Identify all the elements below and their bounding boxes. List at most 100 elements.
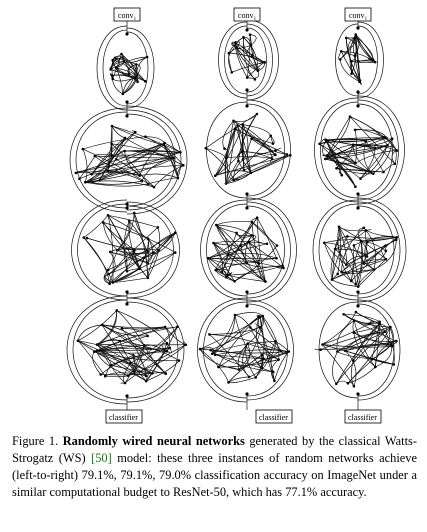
- graph-edge: [129, 220, 148, 252]
- graph-node: [165, 350, 169, 353]
- graph-node: [176, 176, 180, 180]
- graph-node: [260, 353, 264, 357]
- graph-edge: [357, 240, 363, 287]
- graph-edge: [360, 236, 397, 242]
- graph-node: [106, 169, 110, 173]
- graph-node: [382, 135, 386, 139]
- graph-loop-edge: [357, 99, 399, 201]
- graph-node: [392, 363, 396, 366]
- graph-node: [265, 242, 269, 246]
- caption-reference-link[interactable]: [50]: [91, 451, 112, 465]
- graph-node: [133, 370, 136, 373]
- graph-node: [249, 171, 253, 175]
- graph-node: [110, 153, 113, 157]
- network-3-input: conv1: [344, 7, 372, 22]
- graph-node: [227, 381, 230, 384]
- graph-node: [215, 223, 218, 227]
- graph-node: [125, 100, 129, 104]
- graph-node: [144, 379, 148, 383]
- graph-edge: [111, 143, 149, 185]
- graph-edge: [147, 177, 178, 185]
- graph-edge: [343, 313, 380, 323]
- graph-edge: [215, 257, 277, 271]
- svg-text:classifier: classifier: [109, 413, 138, 422]
- graph-node: [129, 361, 132, 365]
- graph-edge: [94, 155, 175, 159]
- graph-edge: [122, 64, 137, 95]
- graph-edge: [110, 350, 168, 366]
- graph-node: [264, 280, 267, 283]
- graph-edge: [96, 310, 118, 345]
- graph-node: [242, 168, 246, 172]
- graph-loop-edge: [206, 203, 248, 297]
- graph-edge: [332, 351, 338, 385]
- graph-node: [109, 363, 113, 367]
- graph-edge: [343, 313, 397, 342]
- graph-edge: [366, 241, 387, 252]
- graph-node: [212, 241, 215, 245]
- graph-node: [168, 346, 171, 350]
- graph-node: [157, 248, 160, 252]
- graph-node: [173, 231, 177, 234]
- graph-edge: [87, 180, 155, 188]
- graph-node: [345, 263, 348, 267]
- graph-edge: [325, 136, 385, 160]
- graph-node: [78, 177, 81, 181]
- nodes-layer: [74, 26, 399, 398]
- graph-node: [98, 178, 102, 182]
- graph-node: [353, 54, 357, 58]
- graph-edge: [128, 220, 140, 269]
- graph-node: [255, 112, 259, 116]
- graph-node: [384, 249, 388, 253]
- graph-edge: [83, 215, 109, 238]
- graph-edge: [100, 354, 134, 375]
- graph-edge: [238, 113, 258, 162]
- graph-node: [374, 365, 377, 369]
- graph-node: [144, 135, 147, 138]
- graph-edge: [133, 212, 149, 240]
- graph-node: [121, 56, 125, 59]
- graph-edge: [145, 136, 174, 159]
- graph-node: [354, 310, 358, 314]
- graph-edge: [246, 262, 283, 268]
- graph-node: [99, 373, 102, 376]
- graph-edge: [355, 34, 376, 63]
- graph-node: [247, 375, 251, 379]
- graph-loop-edge: [246, 19, 279, 101]
- graph-node: [255, 216, 259, 219]
- graph-edge: [341, 269, 374, 274]
- graph-node: [354, 161, 357, 165]
- graph-node: [356, 304, 360, 308]
- graph-node: [395, 339, 398, 343]
- graph-node: [86, 180, 90, 184]
- graph-node: [344, 349, 347, 353]
- graph-edge: [235, 42, 259, 72]
- graph-node: [348, 115, 352, 118]
- graph-node: [356, 26, 360, 30]
- graph-edge: [200, 347, 214, 354]
- graph-node: [213, 353, 217, 357]
- graph-node: [106, 214, 110, 217]
- graph-node: [245, 88, 249, 92]
- graph-node: [274, 340, 277, 343]
- graph-node: [346, 382, 350, 385]
- graph-edge: [199, 348, 239, 370]
- graph-edge: [117, 220, 131, 251]
- graph-node: [165, 341, 169, 345]
- graph-node: [359, 239, 363, 243]
- graph-node: [214, 268, 218, 272]
- network-2-output: classifier: [255, 409, 293, 424]
- graph-edge: [334, 236, 348, 250]
- graph-node: [146, 182, 150, 186]
- graph-node: [237, 159, 240, 163]
- graph-edge: [107, 214, 158, 228]
- graph-edge: [133, 227, 159, 251]
- graph-node: [111, 77, 114, 81]
- graph-edge: [335, 323, 380, 384]
- network-2-input: conv1: [233, 7, 261, 22]
- graph-edge: [339, 59, 360, 83]
- edges-layer: [66, 19, 407, 410]
- graph-edge: [215, 154, 291, 177]
- graph-loop-edge: [126, 31, 149, 105]
- graph-edge: [145, 326, 178, 382]
